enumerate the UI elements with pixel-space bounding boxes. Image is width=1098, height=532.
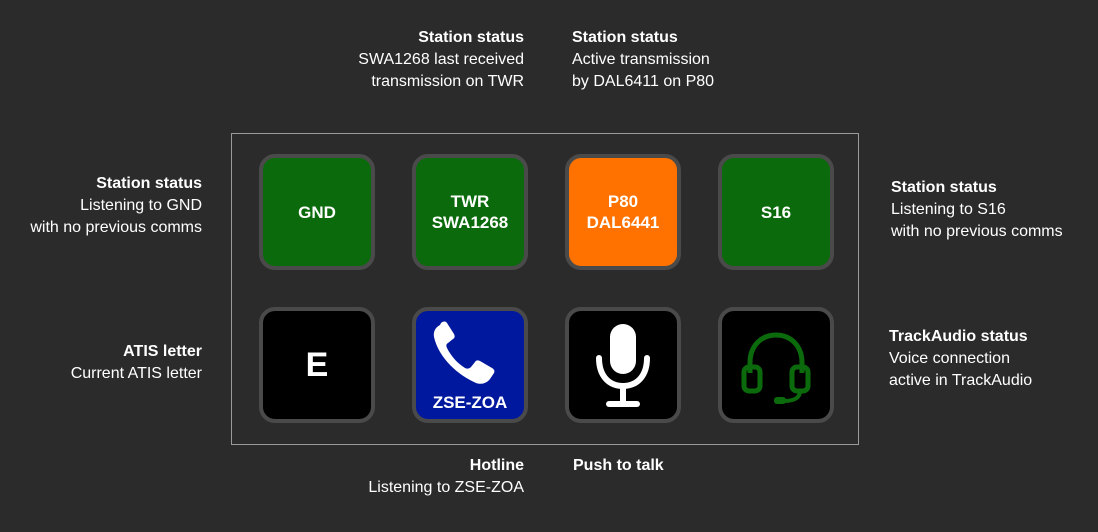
annotation-title: Hotline xyxy=(469,457,524,474)
annotation-title: Station status xyxy=(96,175,202,192)
microphone-icon xyxy=(596,324,650,407)
key-label: GND xyxy=(298,202,336,222)
annotation-ptt: Push to talk xyxy=(573,455,664,477)
annotation-title: Station status xyxy=(572,29,678,46)
stream-deck-panel: GND TWR SWA1268 P80 DAL6441 S16 E ZSE-ZO… xyxy=(231,133,859,445)
key-label: TWR SWA1268 xyxy=(431,192,509,232)
hotline-key[interactable]: ZSE-ZOA xyxy=(412,307,528,423)
annotation-desc: Listening to GND with no previous comms xyxy=(30,197,202,236)
hotline-label: ZSE-ZOA xyxy=(432,393,508,412)
atis-letter: E xyxy=(305,345,329,384)
annotation-s16: Station status Listening to S16 with no … xyxy=(891,177,1063,243)
annotation-desc: Active transmission by DAL6411 on P80 xyxy=(572,51,715,90)
station-key-twr[interactable]: TWR SWA1268 xyxy=(412,154,528,270)
annotation-title: Push to talk xyxy=(573,457,664,474)
annotation-title: Station status xyxy=(418,29,524,46)
annotation-atis: ATIS letter Current ATIS letter xyxy=(71,341,202,385)
push-to-talk-key[interactable] xyxy=(565,307,681,423)
annotation-desc: SWA1268 last received transmission on TW… xyxy=(358,51,524,90)
annotation-gnd: Station status Listening to GND with no … xyxy=(30,173,202,239)
key-label: P80 DAL6441 xyxy=(586,192,660,232)
annotation-desc: Listening to S16 with no previous comms xyxy=(891,201,1063,240)
annotation-p80: Station status Active transmission by DA… xyxy=(572,27,714,93)
annotation-title: ATIS letter xyxy=(123,343,202,360)
trackaudio-status-key[interactable] xyxy=(718,307,834,423)
atis-key[interactable]: E xyxy=(259,307,375,423)
annotation-desc: Current ATIS letter xyxy=(70,365,202,382)
annotation-title: TrackAudio status xyxy=(889,328,1028,345)
annotation-twr: Station status SWA1268 last received tra… xyxy=(358,27,524,93)
phone-icon xyxy=(433,321,495,384)
annotation-title: Station status xyxy=(891,179,997,196)
station-key-p80[interactable]: P80 DAL6441 xyxy=(565,154,681,270)
headset-icon xyxy=(741,332,811,404)
station-key-s16[interactable]: S16 xyxy=(718,154,834,270)
annotation-desc: Listening to ZSE-ZOA xyxy=(368,479,524,496)
station-key-gnd[interactable]: GND xyxy=(259,154,375,270)
key-label: S16 xyxy=(760,202,792,222)
annotation-desc: Voice connection active in TrackAudio xyxy=(889,350,1033,389)
annotation-hotline: Hotline Listening to ZSE-ZOA xyxy=(368,455,524,499)
annotation-trackaudio: TrackAudio status Voice connection activ… xyxy=(889,326,1032,392)
